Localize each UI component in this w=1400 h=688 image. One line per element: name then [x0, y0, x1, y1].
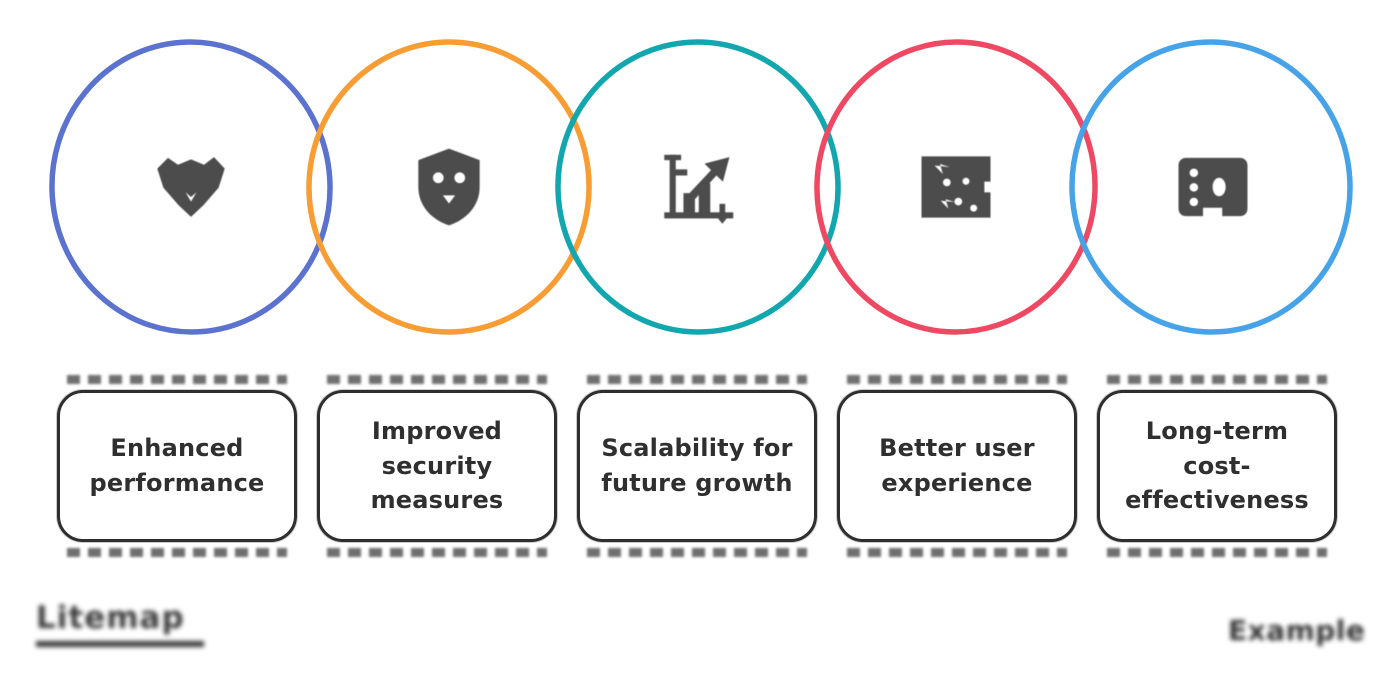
- growth-chart-icon: [652, 141, 744, 233]
- sketch-dashes: [326, 375, 548, 384]
- ring-better-ux: [814, 39, 1098, 335]
- card-better-ux: Better user experience: [837, 375, 1077, 557]
- rings-graphic: [49, 39, 1353, 335]
- card-label: Improved security measures: [370, 416, 504, 515]
- ring-cost-effectiveness: [1069, 39, 1353, 335]
- card-label: Better user experience: [879, 434, 1035, 497]
- sketch-dashes: [586, 375, 808, 384]
- sketch-dashes: [326, 548, 548, 557]
- card-scalability: Scalability for future growth: [577, 375, 817, 557]
- sketch-dashes: [1106, 375, 1328, 384]
- ring-scalability: [555, 39, 841, 335]
- sketch-dashes: [846, 375, 1068, 384]
- sketch-dashes: [846, 548, 1068, 557]
- ux-window-icon: [910, 141, 1002, 233]
- card-label: Long-term cost-effectiveness: [1125, 416, 1309, 515]
- sketch-dashes: [66, 548, 288, 557]
- ring-enhanced-performance: [49, 39, 333, 335]
- security-shield-icon: [403, 141, 495, 233]
- brand-logo-text: Litemap: [36, 600, 185, 636]
- card-improved-security: Improved security measures: [317, 375, 557, 557]
- card-cost-effectiveness: Long-term cost-effectiveness: [1097, 375, 1337, 557]
- wallet-icon: [1167, 141, 1259, 233]
- sketch-dashes: [586, 548, 808, 557]
- sketch-dashes: [1106, 548, 1328, 557]
- card-label: Scalability for future growth: [601, 434, 793, 497]
- performance-emblem-icon: [145, 141, 237, 233]
- card-enhanced-performance: Enhanced performance: [57, 375, 297, 557]
- brand-logo-underline: [36, 641, 204, 647]
- ring-improved-security: [306, 39, 592, 335]
- watermark-text: Example: [1228, 614, 1366, 647]
- sketch-dashes: [66, 375, 288, 384]
- card-label: Enhanced performance: [89, 434, 265, 497]
